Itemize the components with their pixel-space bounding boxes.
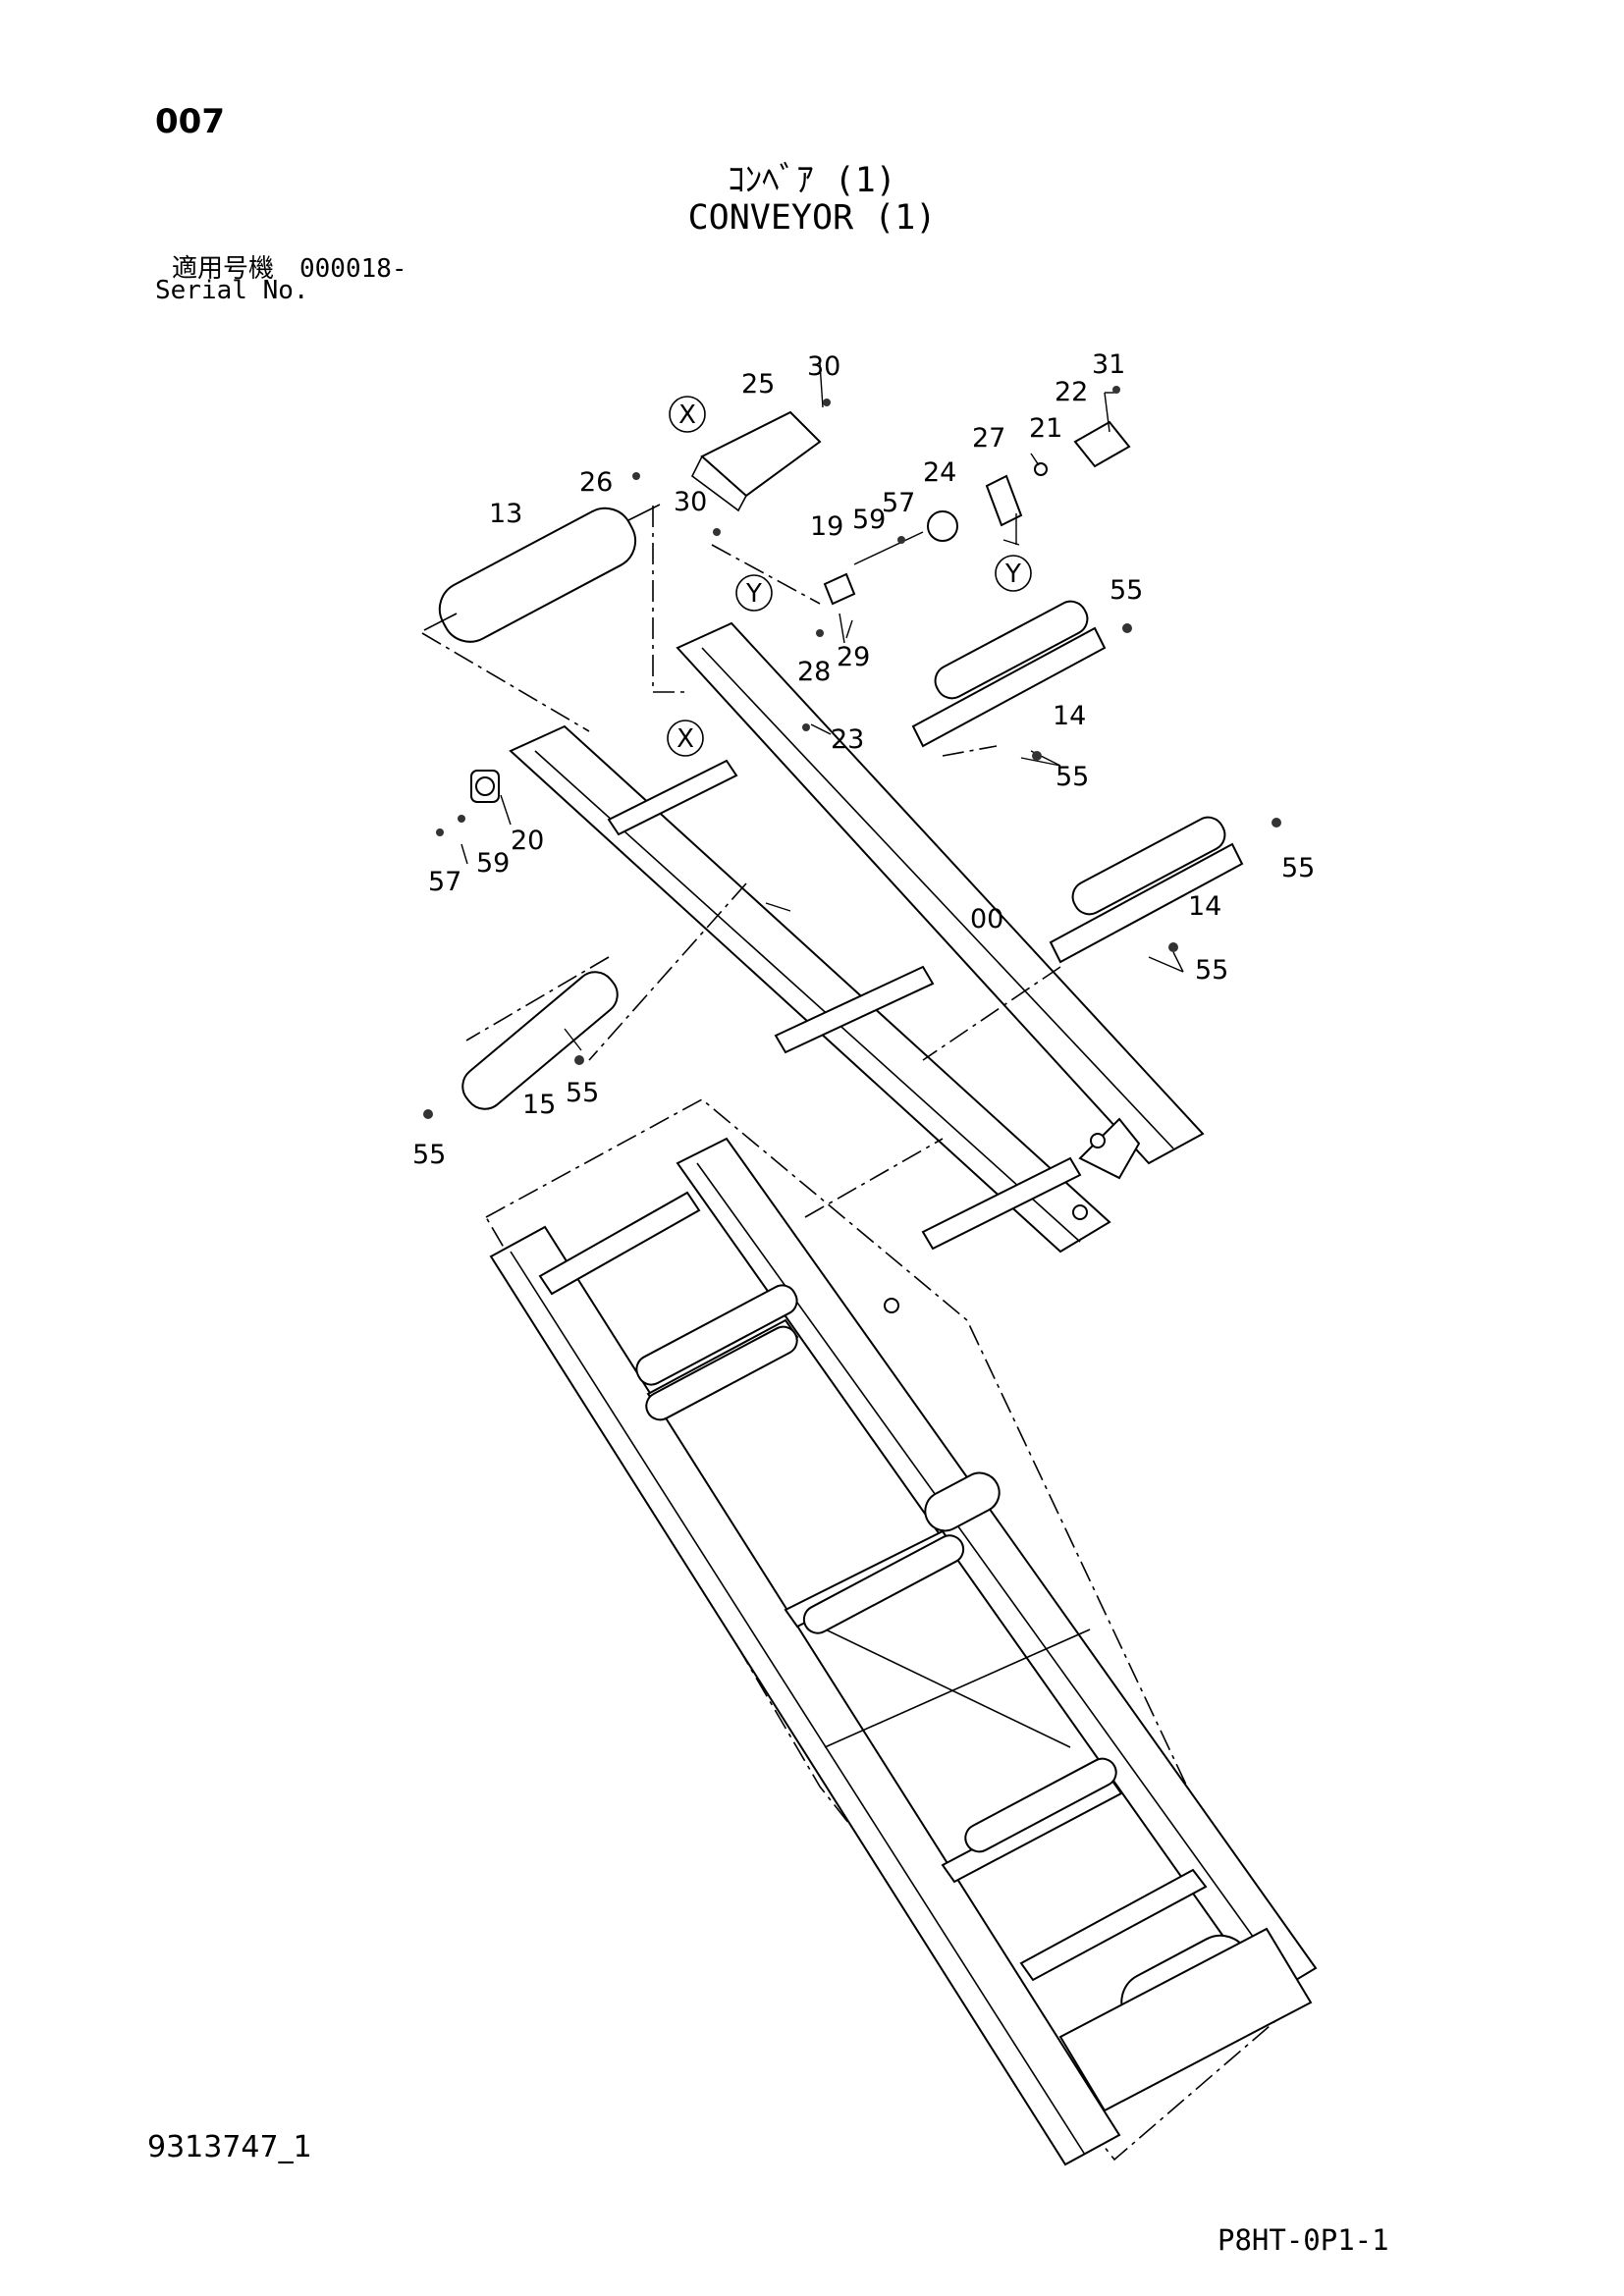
bolt-28: [816, 629, 824, 637]
bolt-55: [1272, 818, 1281, 828]
cross-member: [774, 965, 935, 1054]
mounting-hole: [1090, 1133, 1106, 1148]
reference-marker-x-top: X: [669, 396, 706, 433]
frame-rail-right: [676, 621, 1205, 1165]
callout-20: 20: [511, 826, 544, 856]
return-roller-set-upper: [911, 600, 1107, 748]
callout-27: 27: [972, 423, 1005, 454]
callout-14: 14: [1053, 701, 1086, 731]
document-code: 9313747_1: [147, 2130, 312, 2164]
callout-55: 55: [1110, 575, 1143, 606]
callout-13: 13: [489, 499, 522, 529]
bolt-55: [423, 1109, 433, 1119]
callout-19: 19: [810, 511, 843, 542]
frame-rail-left: [509, 724, 1111, 1254]
pulley-cover: [690, 410, 822, 512]
mounting-hole: [884, 1298, 899, 1313]
callout-55: 55: [1281, 853, 1315, 883]
callout-labels: 30 25 31 22 27 21 24 26 13 30 57 19 59 2…: [412, 349, 1315, 1170]
callout-31: 31: [1092, 349, 1125, 380]
return-roller-set-lower: [1049, 816, 1244, 964]
bolt-23: [802, 723, 810, 731]
frame-end-plate: [1078, 1117, 1141, 1180]
bolt-31: [1112, 386, 1120, 394]
callout-26: 26: [579, 467, 613, 498]
frame-rail-right: [676, 1137, 1318, 2000]
title-english: CONVEYOR (1): [687, 198, 937, 238]
svg-text:Y: Y: [745, 579, 762, 609]
bearing-unit: [927, 510, 958, 542]
bearing-plate: [823, 572, 856, 606]
cross-member: [538, 1191, 701, 1296]
lower-conveyor-frame: [484, 1098, 1318, 2166]
handle-bracket: [924, 1471, 1001, 1532]
callout-55: 55: [1056, 762, 1089, 792]
bolt-26: [632, 472, 640, 480]
callout-23: 23: [831, 724, 864, 755]
callout-29: 29: [837, 642, 870, 672]
reference-marker-y-right: Y: [995, 555, 1032, 592]
side-bearing: [470, 770, 500, 803]
callout-55: 55: [566, 1078, 599, 1108]
svg-text:X: X: [677, 724, 694, 754]
reference-marker-x-bottom: X: [667, 720, 704, 757]
callout-21: 21: [1029, 413, 1062, 444]
callout-22: 22: [1055, 377, 1088, 407]
callout-28: 28: [797, 657, 831, 687]
cross-member: [1019, 1868, 1208, 1982]
bolt-57: [436, 828, 444, 836]
callout-59: 59: [852, 505, 886, 535]
svg-text:Y: Y: [1004, 560, 1021, 589]
callout-57: 57: [882, 488, 915, 518]
callout-57: 57: [428, 867, 461, 897]
frame-rail-left: [489, 1225, 1121, 2166]
svg-text:X: X: [678, 400, 696, 430]
cross-member: [921, 1156, 1082, 1251]
motor-unit: [1073, 420, 1131, 468]
callout-24: 24: [923, 457, 956, 488]
drive-assembly: [823, 420, 1131, 606]
reference-marker-y-left: Y: [735, 574, 773, 612]
head-pulley: [423, 504, 661, 643]
bolt-30: [823, 399, 831, 406]
o-ring: [1034, 462, 1048, 476]
main-conveyor-frame: [509, 621, 1205, 1313]
washer-59: [458, 815, 465, 823]
bolt-55: [1168, 942, 1178, 952]
callout-30: 30: [674, 487, 707, 517]
mounting-hole: [1072, 1204, 1088, 1220]
fasteners: [423, 386, 1281, 1119]
bolt-57: [897, 536, 905, 544]
callout-14: 14: [1188, 891, 1221, 922]
callout-59: 59: [476, 848, 510, 879]
bracket-plate: [985, 474, 1023, 527]
bolt-55: [1032, 751, 1042, 761]
callout-55: 55: [412, 1140, 446, 1170]
leader-lines: [421, 362, 1184, 1218]
page-number: 007: [155, 102, 225, 141]
callout-30: 30: [807, 351, 840, 382]
callout-25: 25: [741, 369, 775, 400]
callout-15: 15: [522, 1090, 556, 1120]
title-japanese: ｺﾝﾍﾞｱ (1): [728, 161, 896, 200]
serial-label-english: Serial No.: [155, 276, 309, 305]
serial-label-japanese: 適用号機 000018-: [172, 254, 407, 284]
callout-55: 55: [1195, 955, 1228, 986]
tail-section: [1058, 1927, 1313, 2112]
cross-member: [607, 759, 738, 836]
bolt-55: [574, 1055, 584, 1065]
snub-roller: [461, 971, 619, 1110]
page-code: P8HT-0P1-1: [1218, 2223, 1389, 2257]
callout-00: 00: [970, 904, 1003, 934]
bolt-30: [713, 528, 721, 536]
bolt-55: [1122, 623, 1132, 633]
